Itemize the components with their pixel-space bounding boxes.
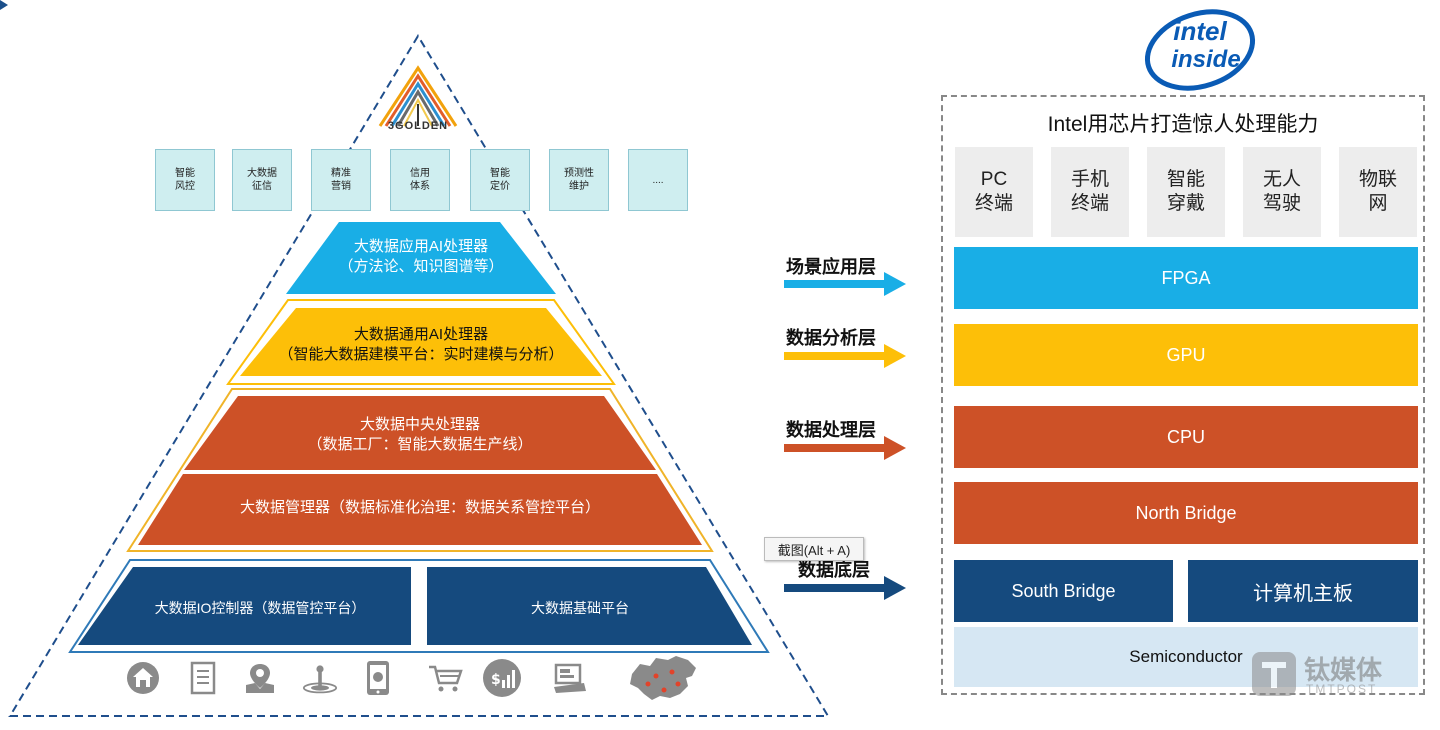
watermark-en-text: TMTPOST (1306, 682, 1378, 696)
cart-icon (427, 660, 463, 696)
app-box-more: .... (628, 149, 688, 211)
tier2-shape (240, 308, 602, 376)
app-box-maintenance: 预测性 维护 (549, 149, 609, 211)
map-pin-icon (242, 660, 278, 696)
app-box-risk-control: 智能 风控 (155, 149, 215, 211)
tier5-left-label: 大数据IO控制器（数据管控平台） (154, 599, 366, 616)
arrow-right-icon (784, 344, 906, 368)
tmtpost-logo-icon (1252, 652, 1296, 696)
terminal-autonomous: 无人 驾驶 (1243, 147, 1321, 237)
golden-logo-icon (378, 65, 458, 127)
svg-text:$: $ (491, 672, 501, 688)
app-box-pricing: 智能 定价 (470, 149, 530, 211)
tier3-subtitle: （数据工厂：智能大数据生产线） (307, 435, 533, 453)
pyramid-diagram (8, 34, 830, 717)
cpu-bar: CPU (954, 406, 1418, 468)
app-box-credit-system: 信用 体系 (390, 149, 450, 211)
intel-panel-frame (941, 95, 1425, 695)
north-bridge-bar: North Bridge (954, 482, 1418, 544)
joystick-icon (302, 660, 338, 696)
tier5-right-label: 大数据基础平台 (531, 599, 629, 616)
motherboard-bar: 计算机主板 (1188, 560, 1418, 622)
fpga-bar: FPGA (954, 247, 1418, 309)
smartphone-icon (360, 660, 396, 696)
intel-logo-line2: inside (1171, 46, 1241, 73)
tier3-title: 大数据中央处理器 (359, 415, 480, 433)
arrow-right-icon (784, 436, 906, 460)
terminal-phone: 手机 终端 (1051, 147, 1129, 237)
pyramid-outline (8, 34, 830, 717)
intel-logo-line1: intel (1173, 16, 1227, 46)
home-icon (125, 660, 161, 696)
south-bridge-bar: South Bridge (954, 560, 1173, 622)
arrow-right-icon (784, 576, 906, 600)
tier4-shape (138, 474, 702, 545)
document-icon (185, 660, 221, 696)
tier5-outline (68, 559, 770, 653)
terminal-wearable: 智能 穿戴 (1147, 147, 1225, 237)
arrow-right-icon (784, 272, 906, 296)
tier5-left-shape (78, 567, 411, 645)
tier2-subtitle: （智能大数据建模平台：实时建模与分析） (278, 345, 564, 363)
tier1-shape (286, 222, 556, 294)
intel-panel-title: Intel用芯片打造惊人处理能力 (1047, 113, 1319, 136)
watermark-cn-text: 钛媒体 (1304, 655, 1383, 685)
screenshot-tooltip: 截图(Alt + A) (764, 537, 864, 561)
layer-label-base: 数据底层 (798, 560, 870, 580)
tier4-label: 大数据管理器（数据标准化治理：数据关系管控平台） (239, 498, 600, 516)
terminal-iot: 物联 网 (1339, 147, 1417, 237)
corner-arrow-icon (0, 0, 8, 10)
terminal-pc: PC 终端 (955, 147, 1033, 237)
tier5-right-shape (427, 567, 752, 645)
golden-logo-text: 3GOLDEN (387, 119, 449, 132)
app-box-credit: 大数据 征信 (232, 149, 292, 211)
layer-label-scenario: 场景应用层 (786, 257, 876, 277)
layer-label-processing: 数据处理层 (786, 420, 876, 440)
dollar-chart-icon: $ (482, 658, 522, 698)
tier1-title: 大数据应用AI处理器 (353, 237, 489, 255)
tier3-shape (184, 396, 656, 470)
tier2-outline (226, 299, 616, 385)
tier1-subtitle: （方法论、知识图谱等） (338, 257, 504, 275)
tier34-outline (126, 388, 714, 552)
china-map-icon (626, 654, 700, 702)
app-box-marketing: 精准 营销 (311, 149, 371, 211)
tmtpost-watermark: 钛媒体 TMTPOST (1250, 648, 1400, 700)
intel-inside-logo: intel inside (1140, 4, 1260, 94)
gpu-bar: GPU (954, 324, 1418, 386)
pos-terminal-icon (552, 660, 588, 696)
tier2-title: 大数据通用AI处理器 (353, 325, 489, 343)
layer-label-analysis: 数据分析层 (786, 328, 876, 348)
semiconductor-bar: Semiconductor (954, 627, 1418, 687)
